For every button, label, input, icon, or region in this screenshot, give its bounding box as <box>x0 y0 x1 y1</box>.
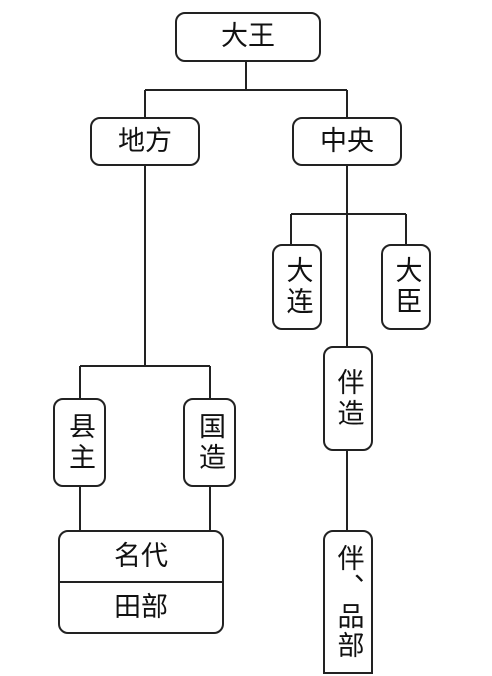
node-omi: 大臣 <box>381 244 431 330</box>
node-tabe-section: 田部 <box>60 583 222 632</box>
node-kuni-no-miyatsuko: 国造 <box>183 398 236 487</box>
node-omi-label: 大臣 <box>390 256 422 318</box>
connector-regional <box>79 166 211 398</box>
node-kuni-no-miyatsuko-label: 国造 <box>194 411 226 474</box>
node-ogimi: 大连 <box>272 244 322 330</box>
node-tomo-no-miyatsuko: 伴造 <box>323 346 373 451</box>
node-nashiro-label: 名代 <box>114 540 168 572</box>
node-central-label: 中央 <box>320 125 374 157</box>
node-tomo-no-miyatsuko-label: 伴造 <box>332 367 364 430</box>
connector-regional-lower <box>79 487 211 530</box>
node-agata-nushi-label: 县主 <box>64 411 96 474</box>
node-central: 中央 <box>292 117 402 166</box>
node-ogimi-label: 大连 <box>281 256 313 318</box>
node-regional: 地方 <box>90 117 200 166</box>
node-great-king: 大王 <box>175 12 321 62</box>
node-tabe-label: 田部 <box>114 591 168 623</box>
node-great-king-label: 大王 <box>221 21 275 53</box>
connector-root <box>144 62 348 117</box>
node-nashiro-section: 名代 <box>60 532 222 583</box>
node-tomo-shinabe: 伴、品部 <box>323 530 373 674</box>
node-nashiro-tabe: 名代 田部 <box>58 530 224 634</box>
node-tomo-shinabe-label: 伴、品部 <box>332 544 364 660</box>
connector-central-branch <box>290 213 407 244</box>
node-regional-label: 地方 <box>118 125 172 157</box>
node-agata-nushi: 县主 <box>53 398 106 487</box>
